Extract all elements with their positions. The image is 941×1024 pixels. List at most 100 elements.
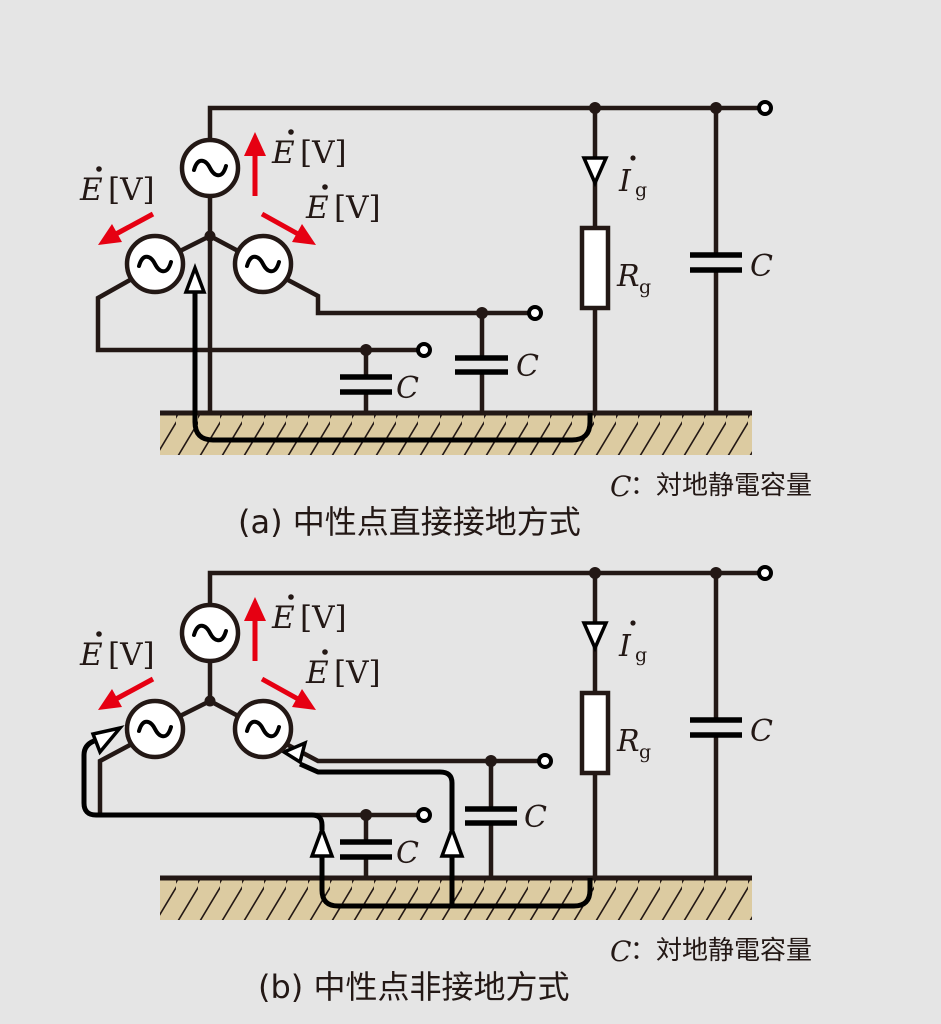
- voltage-arrow-up: [244, 132, 266, 196]
- junction-dot: [589, 567, 601, 579]
- emf-label-top: E [V]: [271, 129, 347, 171]
- ground-a: [160, 410, 752, 455]
- ground-hatch: [160, 413, 752, 455]
- ac-source-right: [232, 698, 294, 760]
- phase-line-right: [286, 278, 530, 316]
- fault-resistor-branch: I g R g: [579, 108, 651, 413]
- ac-source-icon: [192, 158, 228, 178]
- panel-a: C C C I g R g: [79, 100, 812, 541]
- fault-current-return-left: [81, 738, 325, 830]
- terminal-icon: [757, 565, 773, 581]
- ac-source-icon: [245, 254, 281, 274]
- capacitor-label: C: [516, 349, 539, 384]
- resistor-subscript: g: [639, 741, 651, 763]
- capacitor-c3: C: [690, 108, 773, 413]
- neutral-left-branch: [176, 233, 212, 255]
- junction-dot: [710, 567, 722, 579]
- current-label: I: [618, 629, 632, 664]
- ac-source-left: [124, 698, 186, 760]
- current-subscript: g: [635, 179, 647, 201]
- capacitor-label: C: [524, 800, 547, 835]
- junction-dot: [360, 809, 372, 821]
- current-arrow-icon: [581, 621, 609, 653]
- ac-source-icon: [137, 254, 173, 274]
- svg-text:[V]: [V]: [334, 655, 381, 691]
- ground-b: [160, 875, 752, 920]
- terminal-icon: [757, 100, 773, 116]
- phase-line-top: [207, 105, 760, 140]
- svg-text:[V]: [V]: [300, 600, 347, 636]
- svg-text:E: E: [79, 637, 103, 673]
- panel-caption: (b) 中性点非接地方式: [258, 968, 569, 1006]
- capacitor-c1: C: [340, 350, 419, 413]
- resistor-rg: [579, 690, 611, 776]
- neutral-left-branch: [176, 698, 212, 720]
- ground-hatch: [160, 878, 752, 920]
- voltage-arrow-up: [244, 597, 266, 661]
- legend-symbol: C: [610, 935, 631, 968]
- junction-dot: [710, 102, 722, 114]
- svg-text:E: E: [79, 172, 103, 208]
- current-subscript: g: [635, 644, 647, 666]
- voltage-arrow-left: [98, 211, 155, 245]
- svg-text:E: E: [305, 655, 329, 691]
- junction-dot: [485, 755, 497, 767]
- junction-dot: [360, 344, 372, 356]
- current-label: I: [618, 164, 632, 199]
- svg-text:[V]: [V]: [300, 135, 347, 171]
- junction-dot: [589, 102, 601, 114]
- fault-current-path-main: [319, 855, 593, 909]
- phase-line-left: [95, 278, 420, 353]
- capacitor-label: C: [396, 371, 419, 406]
- ac-source-right: [232, 233, 294, 295]
- fault-current-path: [192, 290, 593, 443]
- legend-text: ：対地静電容量: [630, 936, 812, 966]
- emf-label-left: E [V]: [79, 166, 155, 208]
- neutral-right-branch: [208, 234, 242, 254]
- fault-resistor-branch: I g R g: [579, 573, 651, 878]
- current-arrow-icon: [439, 823, 465, 858]
- capacitor-label: C: [396, 836, 419, 871]
- phasor-dot: [630, 620, 636, 626]
- emf-label-right: E [V]: [305, 184, 381, 226]
- current-arrow-icon: [280, 739, 308, 765]
- terminal-icon: [416, 807, 432, 823]
- terminal-icon: [416, 342, 432, 358]
- current-arrow-icon: [309, 823, 335, 858]
- panel-caption: (a) 中性点直接接地方式: [238, 503, 581, 541]
- svg-text:E: E: [271, 600, 295, 636]
- capacitor-c2: C: [465, 761, 547, 878]
- legend-text: ：対地静電容量: [630, 471, 812, 501]
- svg-text:[V]: [V]: [334, 190, 381, 226]
- voltage-arrow-right: [260, 676, 316, 710]
- phase-line-top: [207, 570, 760, 605]
- svg-text:[V]: [V]: [108, 637, 155, 673]
- svg-text:E: E: [271, 135, 295, 171]
- current-arrow-icon: [183, 263, 207, 294]
- fault-current-return-right: [298, 761, 455, 830]
- phase-line-right: [286, 743, 540, 764]
- terminal-icon: [537, 753, 553, 769]
- emf-label-left: E [V]: [79, 631, 155, 673]
- resistor-rg: [579, 225, 611, 311]
- ac-source-icon: [137, 719, 173, 739]
- resistor-label: R: [616, 724, 640, 759]
- neutral-point: [204, 695, 216, 707]
- panel-b: C C C I g R g: [79, 565, 812, 1006]
- capacitor-c2: C: [455, 313, 539, 413]
- terminal-icon: [527, 305, 543, 321]
- capacitor-label: C: [750, 714, 773, 749]
- capacitor-c1: C: [340, 815, 419, 878]
- ac-source-top: [179, 137, 241, 199]
- emf-label-top: E [V]: [271, 594, 347, 636]
- voltage-arrow-right: [260, 211, 316, 245]
- ac-source-left: [124, 233, 186, 295]
- current-arrow-icon: [90, 725, 125, 756]
- neutral-point: [204, 230, 216, 242]
- resistor-subscript: g: [639, 276, 651, 298]
- resistor-label: R: [616, 259, 640, 294]
- ac-source-icon: [245, 719, 281, 739]
- svg-text:[V]: [V]: [108, 172, 155, 208]
- svg-text:E: E: [305, 190, 329, 226]
